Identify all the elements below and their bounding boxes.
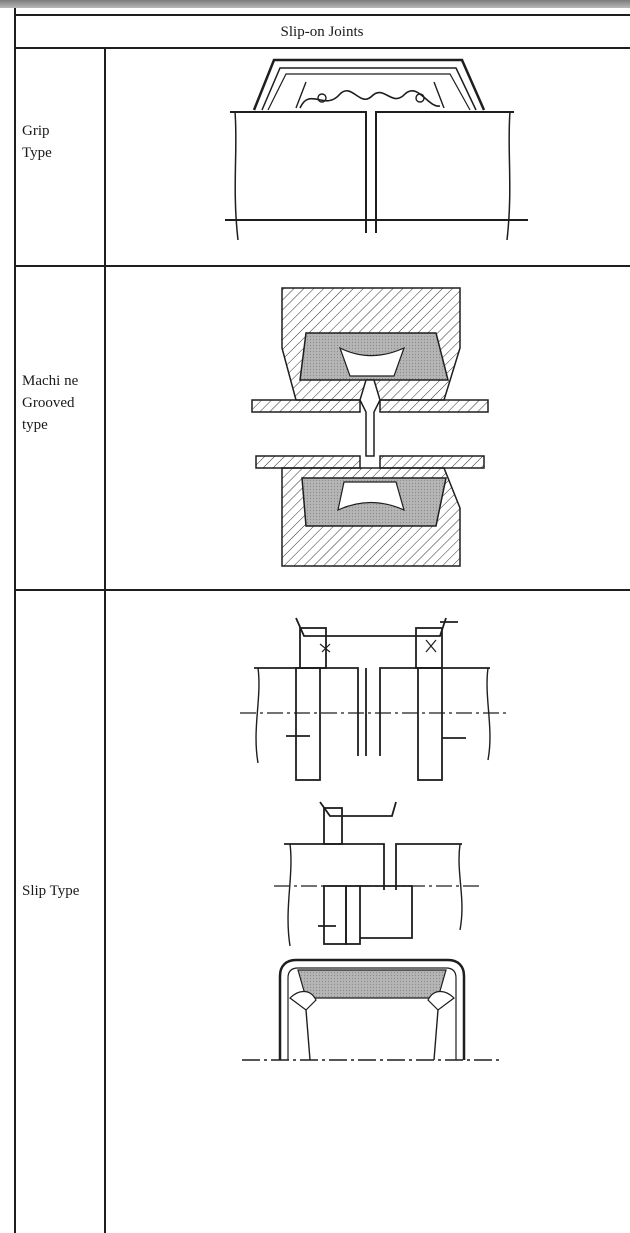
slip-type-drawing-3: [242, 958, 500, 1061]
table-left-border: [14, 8, 16, 1233]
slip-type-drawing-2: [274, 801, 480, 947]
row-divider-1: [14, 265, 630, 267]
header-divider: [14, 47, 630, 49]
row-label-machine-grooved-type: Machi ne Grooved type: [22, 373, 79, 433]
top-edge-shade: [0, 0, 630, 8]
grip-type-drawing: [225, 58, 528, 241]
table-top-border: [14, 14, 630, 16]
slip-type-drawing-1: [240, 617, 510, 781]
slip-on-joints-table: Slip-on Joints Grip Type Machi ne Groove…: [0, 8, 630, 1233]
machine-grooved-drawing: [251, 287, 489, 567]
column-divider: [104, 48, 106, 1233]
table-title: Slip-on Joints: [280, 24, 364, 40]
joint-drawings: [225, 58, 528, 1061]
row-label-grip-type: Grip Type: [22, 123, 52, 161]
row-label-slip-type: Slip Type: [22, 883, 80, 899]
row-divider-2: [14, 589, 630, 591]
